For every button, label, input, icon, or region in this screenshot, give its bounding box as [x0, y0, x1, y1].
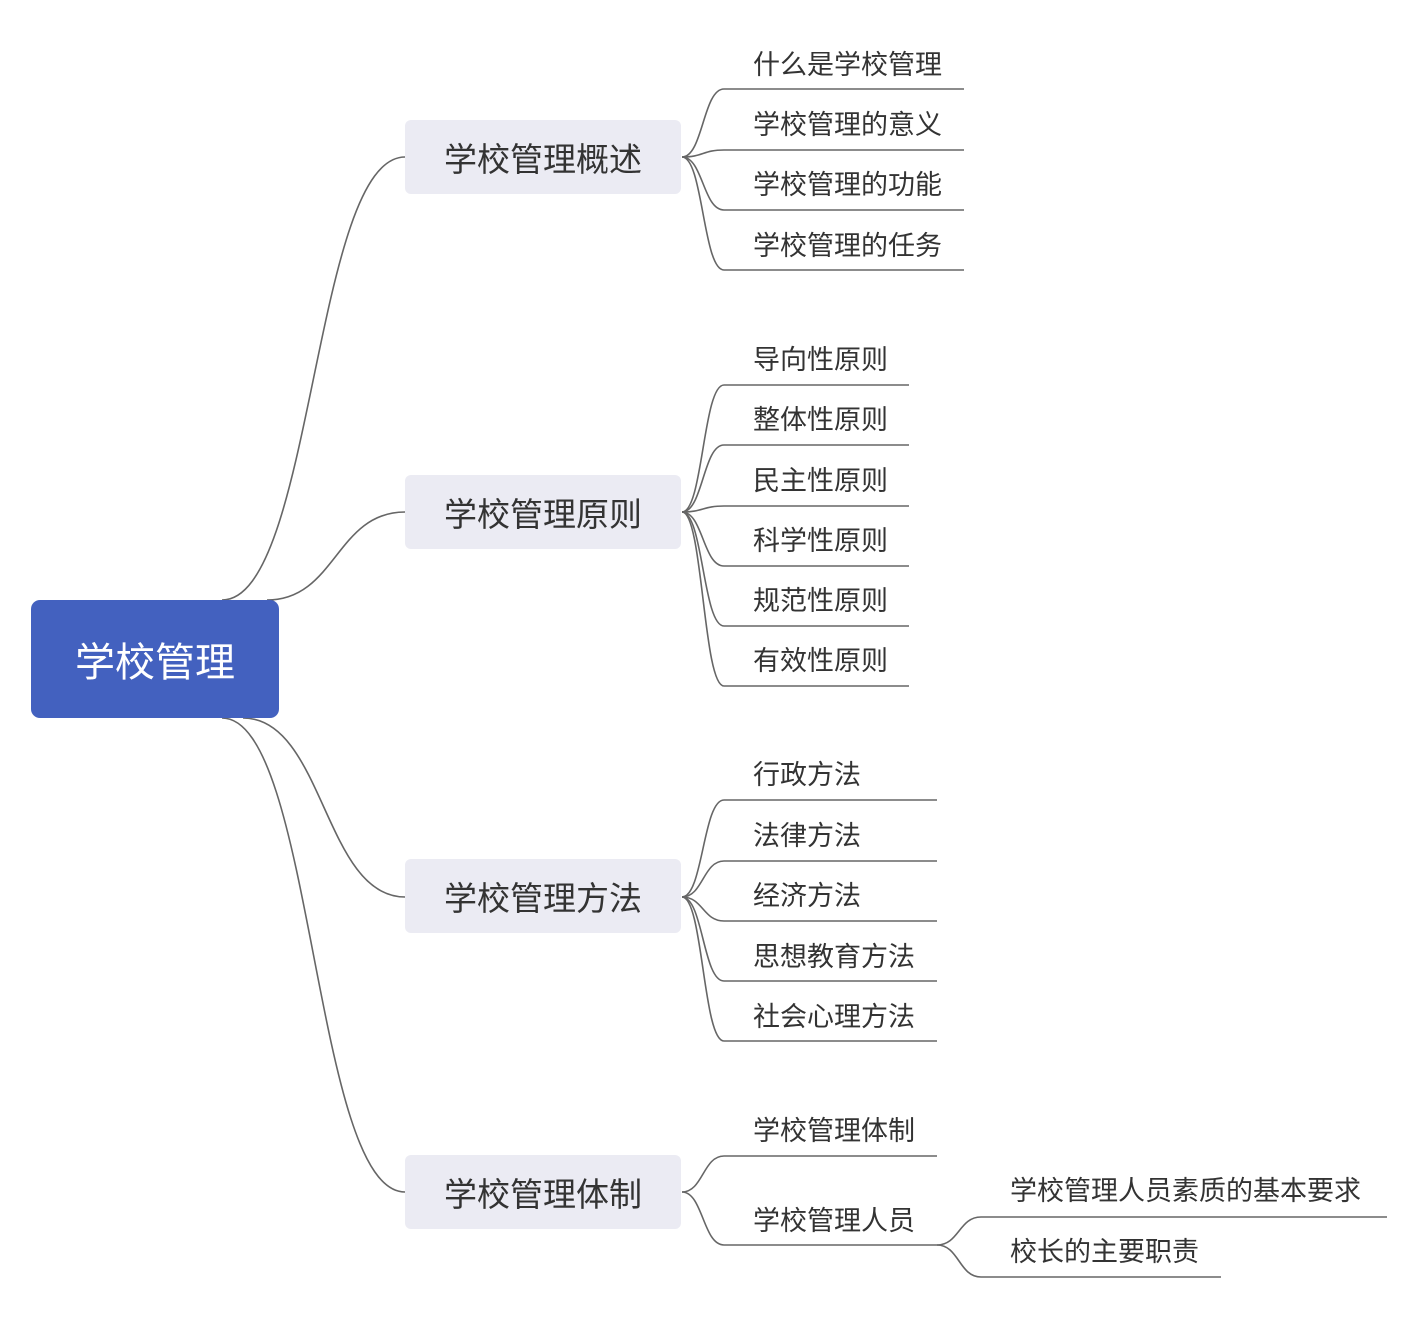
root-node-label: 学校管理 [75, 640, 235, 686]
branch-label: 学校管理概述 [444, 140, 642, 179]
branch-methods[interactable]: 学校管理方法 [405, 859, 681, 933]
branch-leaf-connector [681, 511, 725, 627]
leaf-node[interactable]: 什么是学校管理 [753, 50, 942, 81]
branch-leaf-connector [681, 1191, 725, 1246]
branch-principles[interactable]: 学校管理原则 [405, 475, 681, 549]
leaf-node[interactable]: 学校管理人员素质的基本要求 [1010, 1176, 1361, 1207]
branch-leaf-connector [681, 384, 725, 513]
branch-leaf-connector [681, 896, 725, 982]
leaf-node[interactable]: 行政方法 [753, 760, 861, 791]
root-branch-connector [221, 156, 406, 601]
branch-leaf-connector [681, 896, 725, 1042]
branch-leaf-connector [681, 505, 725, 513]
subleaf-connector [936, 1216, 982, 1246]
leaf-node[interactable]: 学校管理体制 [753, 1116, 915, 1147]
subleaf-connector [936, 1244, 982, 1278]
leaf-node[interactable]: 整体性原则 [753, 405, 888, 436]
leaf-node[interactable]: 经济方法 [753, 881, 861, 912]
leaf-node[interactable]: 校长的主要职责 [1010, 1237, 1199, 1268]
leaf-node[interactable]: 学校管理的任务 [753, 231, 942, 262]
root-node[interactable]: 学校管理 [31, 600, 279, 718]
branch-leaf-connector [681, 156, 725, 211]
branch-label: 学校管理原则 [444, 495, 642, 534]
branch-leaf-connector [681, 860, 725, 898]
branch-leaf-connector [681, 896, 725, 922]
root-branch-connector [266, 511, 406, 601]
leaf-node[interactable]: 科学性原则 [753, 526, 888, 557]
branch-leaf-connector [681, 799, 725, 898]
root-branch-connector [242, 717, 406, 898]
leaf-node[interactable]: 有效性原则 [753, 646, 888, 677]
leaf-node[interactable]: 民主性原则 [753, 466, 888, 497]
branch-label: 学校管理体制 [444, 1175, 642, 1214]
leaf-node[interactable]: 思想教育方法 [753, 942, 915, 973]
branch-leaf-connector [681, 149, 725, 158]
branch-system[interactable]: 学校管理体制 [405, 1155, 681, 1229]
branch-leaf-connector [681, 511, 725, 687]
leaf-node[interactable]: 导向性原则 [753, 345, 888, 376]
branch-leaf-connector [681, 1155, 725, 1193]
leaf-node[interactable]: 学校管理人员 [753, 1206, 915, 1237]
leaf-node[interactable]: 学校管理的意义 [753, 110, 942, 141]
leaf-node[interactable]: 法律方法 [753, 821, 861, 852]
leaf-node[interactable]: 学校管理的功能 [753, 170, 942, 201]
branch-leaf-connector [681, 156, 725, 271]
leaf-node[interactable]: 社会心理方法 [753, 1002, 915, 1033]
branch-leaf-connector [681, 88, 725, 158]
root-branch-connector [221, 717, 406, 1193]
branch-overview[interactable]: 学校管理概述 [405, 120, 681, 194]
branch-label: 学校管理方法 [444, 879, 642, 918]
branch-leaf-connector [681, 511, 725, 567]
leaf-node[interactable]: 规范性原则 [753, 586, 888, 617]
branch-leaf-connector [681, 444, 725, 513]
